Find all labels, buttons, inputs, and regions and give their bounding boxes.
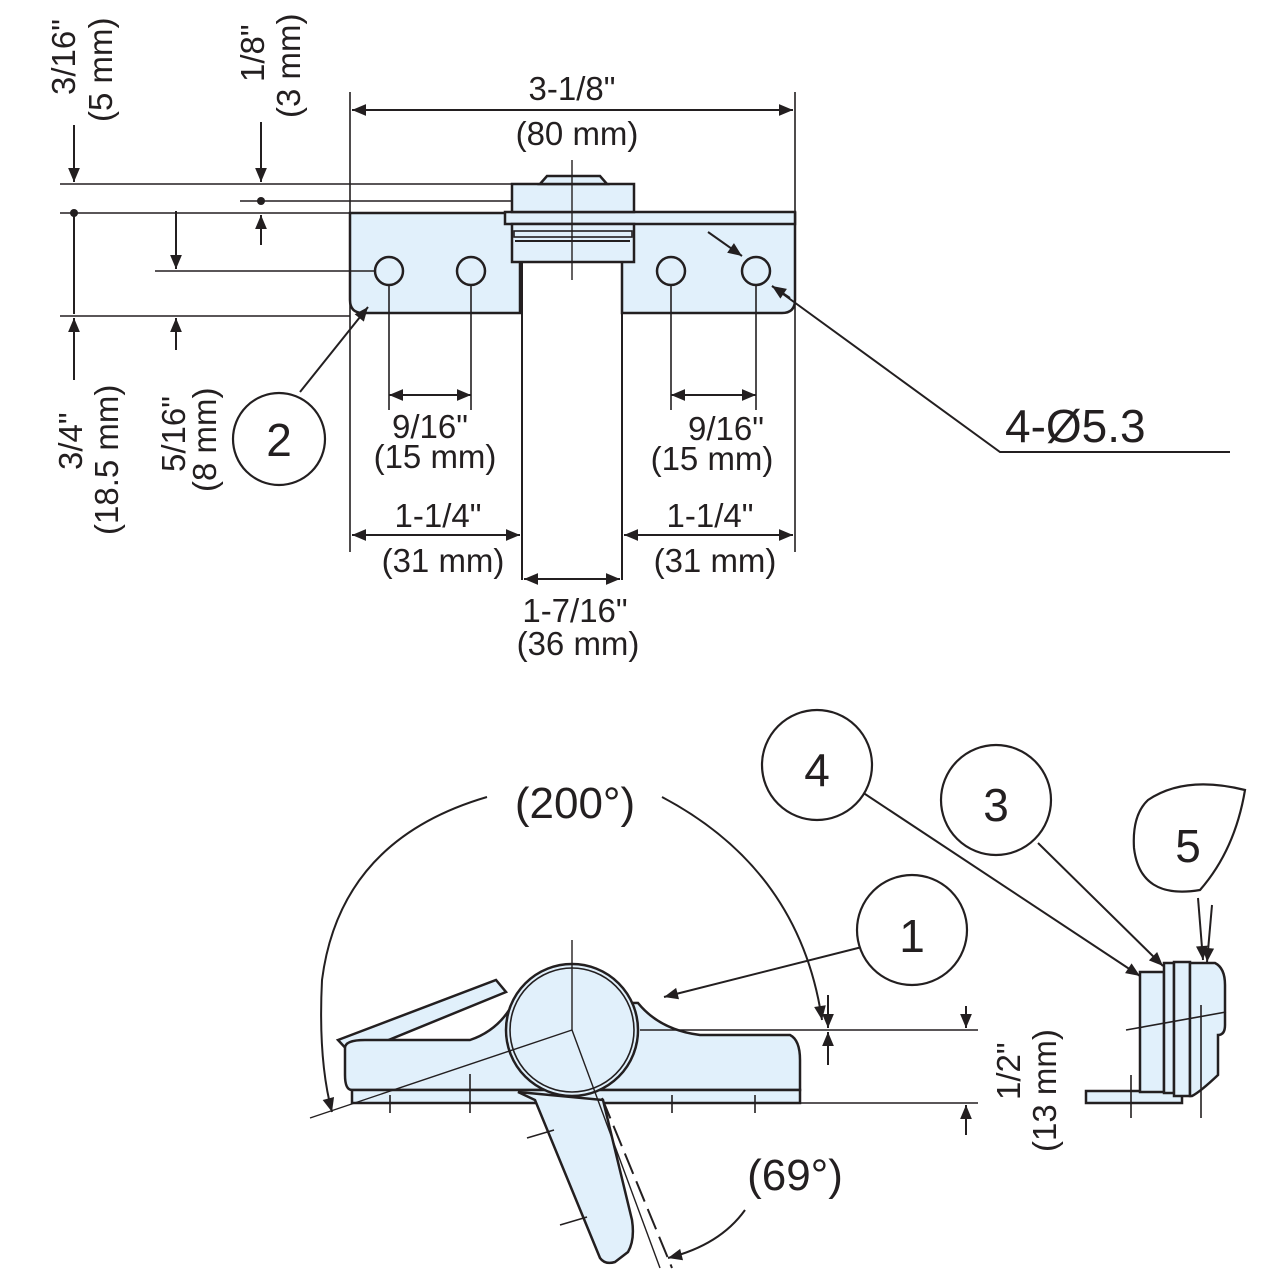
hole-spacing-left-mm: (15 mm) [374,438,497,475]
overall-width-mm: (80 mm) [516,115,639,152]
hinge-clamp [510,222,636,264]
hole-3 [655,255,687,287]
wing-right-in: 1-1/4" [667,497,754,534]
glass-layer-3 [1172,960,1192,1098]
overall-width-in: 3-1/8" [529,70,616,107]
close-angle: (69°) [747,1151,843,1200]
wing-left-mm: (31 mm) [382,542,505,579]
glass-layer-2 [1162,961,1176,1095]
holes-callout: 4-Ø5.3 [1005,400,1146,452]
hole-1 [373,255,405,287]
open-angle: (200°) [515,779,635,828]
top-offset-mm: (5 mm) [82,18,119,122]
total-height-mm: (18.5 mm) [88,385,125,535]
end-view: 4 3 5 [760,708,1247,1118]
center-width-mm: (36 mm) [517,625,640,662]
hole-spacing-right-in: 9/16" [688,410,764,447]
side-view: (200°) (69°) 1/2" (13 mm) 1 [309,779,1063,1269]
glass-layer-1 [1138,970,1166,1094]
hole-4 [740,255,772,287]
hole-2 [455,255,487,287]
center-width-in: 1-7/16" [522,592,627,629]
side-thickness-in: 1/2" [990,1042,1027,1100]
left-plate [348,211,522,315]
hole-height-mm: (8 mm) [186,388,223,492]
closed-leaf [517,1090,635,1265]
callout-5: 5 [1175,820,1201,872]
end-cap [1188,961,1227,1098]
hinge-body [510,182,636,214]
hole-spacing-right-mm: (15 mm) [651,440,774,477]
side-thickness-mm: (13 mm) [1026,1029,1063,1152]
wing-right-mm: (31 mm) [654,542,777,579]
hole-spacing-left-in: 9/16" [392,408,468,445]
mounting-bar [503,210,797,226]
total-height-in: 3/4" [52,412,89,470]
plate-offset-in: 1/8" [234,24,271,82]
top-offset-in: 3/16" [45,19,82,95]
right-plate [620,211,797,315]
callout-1: 1 [899,910,925,962]
plate-offset-mm: (3 mm) [270,14,307,118]
callout-3: 3 [983,779,1009,831]
callout-2: 2 [266,414,292,466]
top-view: 3-1/8" (80 mm) 3/16" (5 mm) 1/8" (3 mm) … [45,14,1230,662]
hole-height-in: 5/16" [155,396,192,472]
wing-left-in: 1-1/4" [395,497,482,534]
callout-4: 4 [804,744,830,796]
